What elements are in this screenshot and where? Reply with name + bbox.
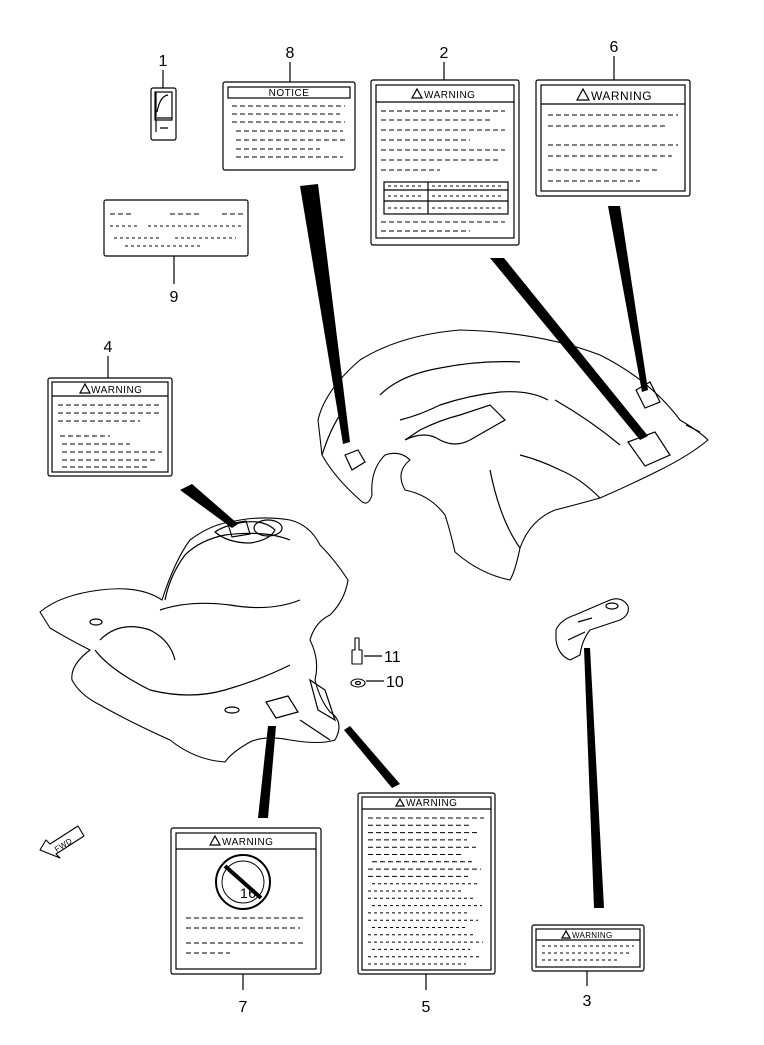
warning-heading-5: WARNING [406, 798, 457, 809]
label-2-warning[interactable]: WARNING 2 [370, 45, 520, 246]
warning-heading-6: WARNING [591, 89, 652, 103]
leader-wedges-rear [300, 184, 648, 444]
rear-fender [317, 329, 709, 581]
age-sign-text: 16 [240, 885, 257, 901]
label-spot-7 [265, 695, 299, 719]
warning-heading-7: WARNING [222, 837, 273, 848]
callout-5: 5 [422, 999, 431, 1016]
callout-6: 6 [610, 39, 619, 56]
washer-10: 10 [350, 674, 404, 691]
label-spot-4 [227, 520, 251, 538]
label-1[interactable]: 1 [150, 53, 177, 141]
warning-heading-2: WARNING [424, 90, 475, 101]
label-3-warning[interactable]: WARNING 3 [531, 924, 645, 1010]
label-7-warning[interactable]: WARNING 16 7 [170, 827, 322, 1016]
warning-triangle-icon [560, 929, 572, 939]
rivet-11: 11 [351, 637, 401, 666]
warning-triangle-icon [78, 382, 92, 394]
callout-9: 9 [170, 289, 179, 306]
label-6-warning[interactable]: WARNING 6 [535, 39, 691, 197]
callout-7: 7 [239, 999, 248, 1016]
no-under-16-icon: 16 [215, 854, 271, 910]
warning-triangle-icon [575, 87, 591, 101]
callout-10: 10 [386, 674, 404, 691]
warning-heading-3: WARNING [572, 931, 612, 940]
callout-2: 2 [440, 45, 449, 62]
bracket-part [555, 598, 629, 908]
callout-8: 8 [286, 45, 295, 62]
label-4-warning[interactable]: WARNING 4 [47, 339, 173, 477]
label-spot-5 [309, 678, 337, 722]
label-5-warning[interactable]: WARNING 5 [357, 792, 496, 1016]
notice-heading: NOTICE [269, 88, 310, 99]
callout-4: 4 [104, 339, 113, 356]
callout-3: 3 [583, 993, 592, 1010]
front-fender [39, 517, 349, 763]
warning-triangle-icon [410, 87, 424, 99]
warning-triangle-icon [208, 834, 222, 846]
label-8-notice[interactable]: NOTICE 8 [222, 45, 356, 171]
leader-wedges-front [180, 484, 400, 818]
warning-triangle-icon [394, 797, 406, 807]
fwd-text: FWD [53, 836, 74, 854]
label-spot-8 [344, 449, 366, 471]
label-9[interactable]: 9 [103, 199, 249, 306]
fwd-arrow-icon: FWD [39, 825, 85, 859]
warning-heading-4: WARNING [91, 385, 142, 396]
callout-1: 1 [159, 53, 168, 70]
callout-11: 11 [384, 649, 401, 666]
